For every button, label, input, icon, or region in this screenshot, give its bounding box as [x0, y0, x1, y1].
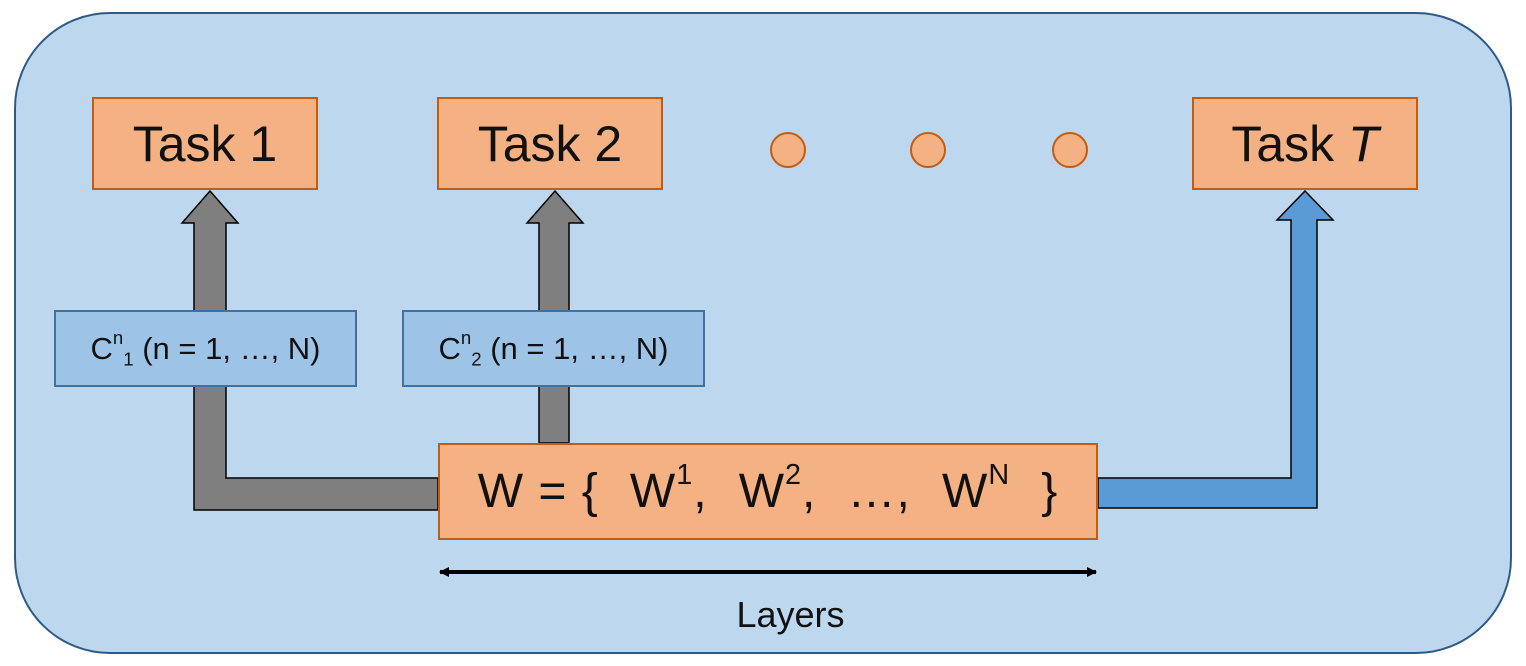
task-t-variable: T	[1348, 115, 1379, 172]
ellipsis-dot-3	[1052, 132, 1088, 168]
ellipsis-dot-2	[910, 132, 946, 168]
weights-box: W = { W1, W2, …, WN }	[438, 443, 1098, 540]
arrow-to-task-t	[1097, 189, 1335, 509]
task-1-label: Task 1	[132, 115, 278, 172]
weights-label: W = { W1, W2, …, WN }	[477, 458, 1059, 518]
ellipsis-dot-1	[770, 132, 806, 168]
task-t-label: Task T	[1231, 115, 1379, 172]
context-2-box: Cn2 (n = 1, …, N)	[402, 310, 705, 387]
task-1-box: Task 1	[92, 97, 318, 190]
task-t-box: Task T	[1192, 97, 1418, 190]
context-1-box: Cn1 (n = 1, …, N)	[54, 310, 357, 387]
context-2-label: Cn2 (n = 1, …, N)	[438, 326, 669, 369]
layers-label: Layers	[736, 594, 845, 635]
task-2-label: Task 2	[477, 115, 623, 172]
context-1-label: Cn1 (n = 1, …, N)	[90, 326, 321, 369]
task-2-box: Task 2	[437, 97, 663, 190]
